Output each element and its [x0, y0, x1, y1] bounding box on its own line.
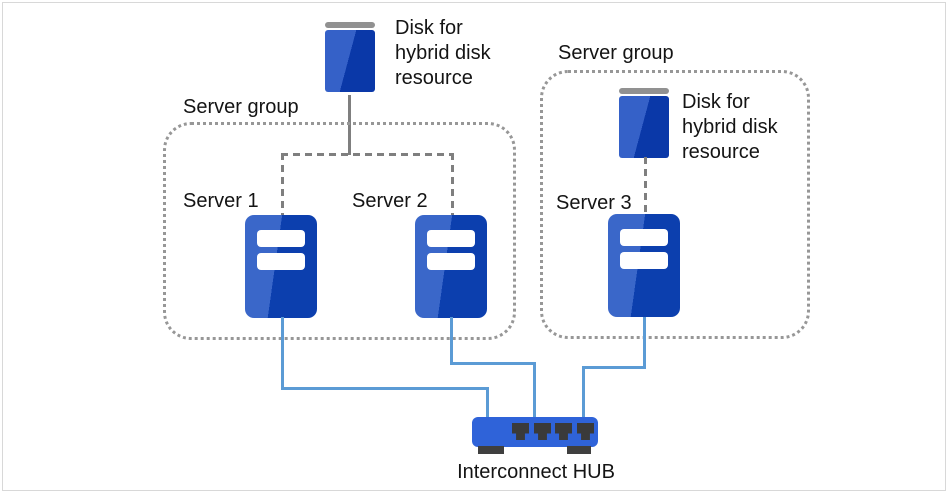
- connector-server2-hub-segment: [450, 362, 536, 365]
- server-group-1-label: Server group: [183, 96, 299, 118]
- disk-cap: [325, 22, 375, 28]
- connector-disk2-dashed-to-server3: [644, 157, 647, 214]
- hub-port-icon: [512, 423, 529, 440]
- hub-label: Interconnect HUB: [457, 461, 615, 483]
- server-2-label: Server 2: [352, 190, 428, 212]
- server-3-label: Server 3: [556, 192, 632, 214]
- connector-server3-hub-segment: [582, 366, 646, 369]
- server-slot: [620, 229, 668, 246]
- server-group-2-box: [540, 70, 810, 339]
- server-slot: [620, 252, 668, 269]
- disk-cap: [619, 88, 669, 94]
- disk-icon: [325, 22, 375, 92]
- connector-disk1-dashed-to-server1: [281, 153, 284, 215]
- server-slot: [257, 230, 305, 247]
- disk-body: [619, 96, 669, 158]
- hub-foot: [478, 446, 504, 454]
- server-slot: [427, 253, 475, 270]
- server-slot: [257, 253, 305, 270]
- hub-icon: [472, 417, 598, 454]
- connector-server1-hub-segment: [281, 317, 284, 389]
- server-3-icon: [608, 214, 680, 317]
- connector-server1-hub-segment: [486, 387, 489, 418]
- server-1-label: Server 1: [183, 190, 259, 212]
- hub-port-icon: [577, 423, 594, 440]
- disk-icon: [619, 88, 669, 158]
- server-group-2-label: Server group: [558, 42, 674, 64]
- connector-disk1-solid: [348, 95, 351, 155]
- hub-port-icon: [534, 423, 551, 440]
- connector-server3-hub-segment: [643, 317, 646, 368]
- disk-group2-label: Disk for hybrid disk resource: [682, 91, 778, 163]
- connector-server2-hub-segment: [450, 317, 453, 364]
- disk-body: [325, 30, 375, 92]
- connector-disk1-dashed-to-server2: [451, 153, 454, 215]
- connector-server2-hub-segment: [533, 362, 536, 418]
- server-group-1-box: [163, 122, 516, 340]
- server-2-icon: [415, 215, 487, 318]
- hub-port-icon: [555, 423, 572, 440]
- hub-foot: [567, 446, 591, 454]
- server-1-icon: [245, 215, 317, 318]
- connector-server3-hub-segment: [582, 366, 585, 418]
- connector-server1-hub-segment: [281, 387, 489, 390]
- connector-disk1-dashed-horizontal: [281, 153, 454, 156]
- server-slot: [427, 230, 475, 247]
- disk-top-label: Disk for hybrid disk resource: [395, 17, 491, 89]
